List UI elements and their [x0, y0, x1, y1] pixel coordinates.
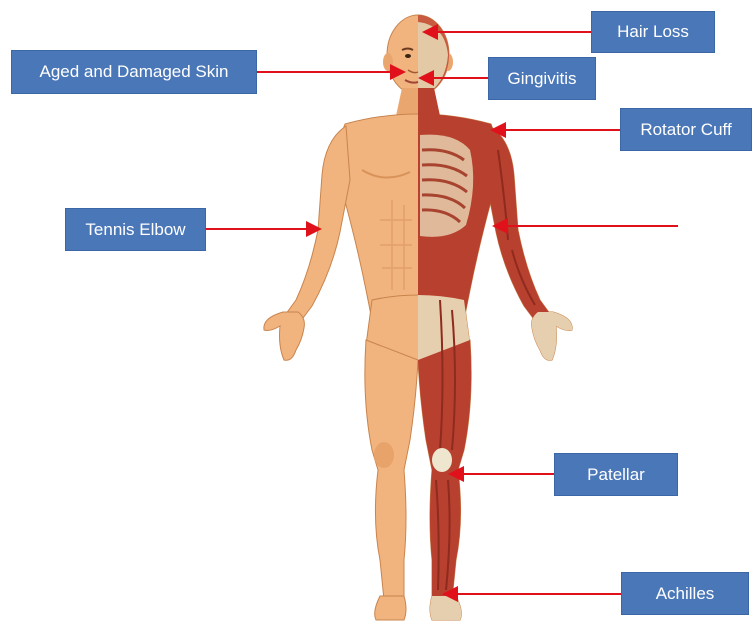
patellar-label: Patellar	[554, 453, 678, 496]
aged-skin-label: Aged and Damaged Skin	[11, 50, 257, 94]
tennis-elbow-label: Tennis Elbow	[65, 208, 206, 251]
human-body-figure	[264, 15, 572, 620]
achilles-label: Achilles	[621, 572, 749, 615]
rotator-cuff-label: Rotator Cuff	[620, 108, 752, 151]
gingivitis-label: Gingivitis	[488, 57, 596, 100]
hair-loss-label: Hair Loss	[591, 11, 715, 53]
